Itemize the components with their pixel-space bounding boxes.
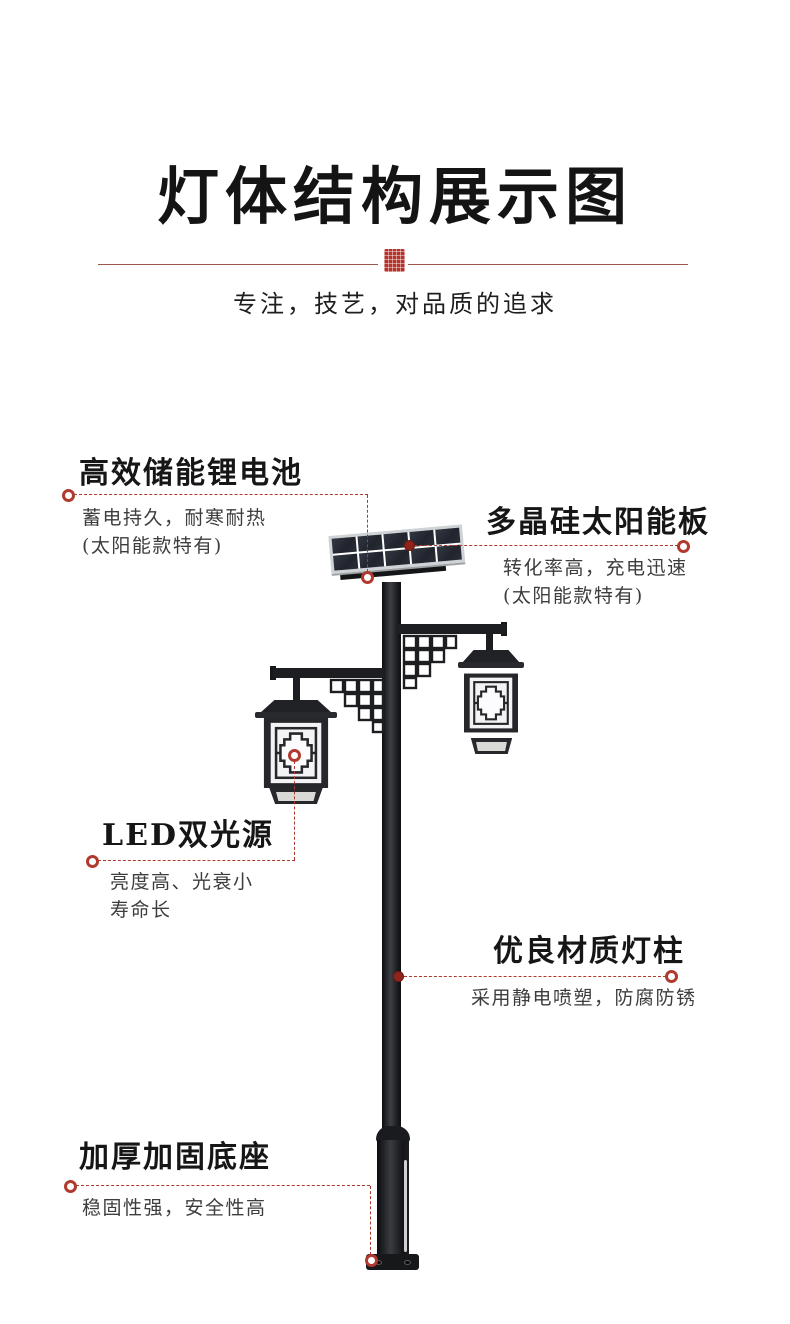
left-lantern-bottom-panel — [275, 791, 317, 802]
desc-line: 稳固性强，安全性高 — [82, 1197, 267, 1219]
callout-pole-leader-line — [404, 976, 666, 977]
left-lantern-roof-lip — [255, 712, 337, 718]
callout-battery-title: 高效储能锂电池 — [79, 456, 303, 491]
callout-base-leader-line — [76, 1185, 370, 1186]
solar-cell — [357, 534, 383, 552]
solar-cell — [358, 551, 385, 569]
desc-line: (太阳能款特有) — [503, 585, 644, 607]
callout-pole-target-dot — [393, 971, 404, 982]
solar-cell — [333, 553, 359, 571]
subtitle: 专注，技艺，对品质的追求 — [233, 290, 557, 318]
left-lantern-bottom — [269, 788, 323, 804]
callout-solar-leader-line — [414, 545, 678, 546]
lamp-pole — [382, 582, 401, 1128]
callout-battery-marker-ring — [62, 489, 75, 502]
callout-base-marker-ring — [64, 1180, 77, 1193]
desc-line: (太阳能款特有) — [82, 535, 223, 557]
solar-cell — [435, 527, 461, 545]
callout-battery-description: 蓄电持久，耐寒耐热 (太阳能款特有) — [82, 504, 267, 560]
callout-battery-leader-line-vertical — [367, 495, 368, 572]
callout-base-leader-line-vertical — [370, 1186, 371, 1255]
page-title: 灯体结构展示图 — [156, 160, 633, 233]
callout-solar-title: 多晶硅太阳能板 — [486, 505, 710, 540]
callout-pole-marker-ring — [665, 970, 678, 983]
left-lantern-roof — [260, 700, 332, 713]
callout-solar-target-dot — [404, 540, 415, 551]
callout-led-description: 亮度高、光衰小 寿命长 — [110, 868, 254, 924]
right-lantern-bottom — [470, 738, 513, 754]
callout-pole-title: 优良材质灯柱 — [493, 934, 685, 969]
solar-cell — [436, 544, 462, 562]
divider-line-right — [408, 264, 688, 265]
left-lantern — [263, 718, 329, 788]
callout-solar-marker-ring — [677, 540, 690, 553]
callout-base-title: 加厚加固底座 — [79, 1140, 271, 1175]
right-lantern — [464, 673, 518, 733]
desc-line: 采用静电喷塑，防腐防锈 — [471, 987, 697, 1009]
right-lantern-roof-lip — [458, 662, 524, 668]
callout-led-target-ring — [288, 749, 301, 762]
seal-stamp-icon — [384, 249, 405, 272]
bolt-hole — [404, 1260, 411, 1265]
solar-cell — [384, 549, 411, 567]
callout-base-description: 稳固性强，安全性高 — [82, 1194, 267, 1222]
desc-line: 转化率高，充电迅速 — [503, 557, 688, 579]
left-arm — [273, 668, 385, 678]
lattice-bracket-right — [402, 634, 458, 690]
right-lantern-hanger — [486, 634, 493, 652]
callout-pole-description: 采用静电喷塑，防腐防锈 — [471, 984, 697, 1012]
left-lantern-hanger — [293, 678, 300, 700]
divider-line-left — [98, 264, 378, 265]
callout-led-title: LED双光源 — [102, 818, 274, 853]
callout-solar-description: 转化率高，充电迅速 (太阳能款特有) — [503, 554, 688, 610]
callout-led-marker-ring — [86, 855, 99, 868]
callout-battery-leader-line — [74, 494, 368, 495]
solar-cell — [331, 536, 357, 554]
lattice-bracket-left — [329, 678, 385, 734]
base-collar — [376, 1126, 410, 1142]
base-highlight — [404, 1160, 407, 1252]
callout-led-leader-line-vertical — [294, 761, 295, 860]
desc-line: 蓄电持久，耐寒耐热 — [82, 507, 267, 529]
callout-base-target-ring — [365, 1254, 378, 1267]
right-lantern-roof — [462, 650, 520, 663]
right-arm — [396, 624, 506, 634]
desc-line: 寿命长 — [110, 899, 172, 921]
solar-cell — [410, 546, 436, 564]
right-lantern-bottom-panel — [475, 741, 508, 752]
base-column — [377, 1140, 409, 1257]
callout-led-leader-line — [98, 860, 295, 861]
desc-line: 亮度高、光衰小 — [110, 871, 254, 893]
callout-battery-target-ring — [361, 571, 374, 584]
base-plate — [366, 1254, 419, 1270]
